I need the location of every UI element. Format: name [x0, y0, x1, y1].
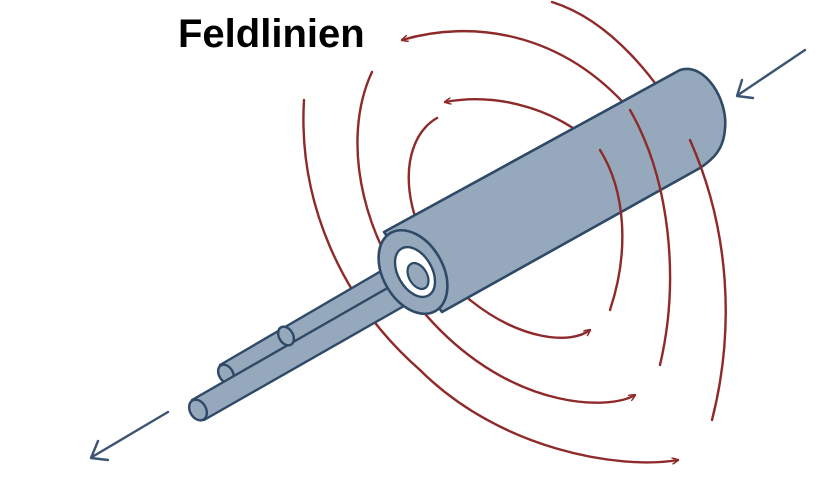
field-line-2-front	[438, 328, 635, 404]
inner-wire-front-end	[187, 398, 209, 422]
field-line-3-front	[418, 368, 678, 462]
inner-wire-front	[190, 276, 420, 422]
field-line-1-right	[598, 148, 624, 312]
inner-wires	[187, 258, 420, 422]
current-arrow-out-icon	[89, 410, 170, 462]
field-line-2-top	[402, 29, 632, 112]
shield-wire-end	[276, 325, 296, 347]
inner-conductor-exit	[406, 261, 430, 291]
field-line-3-right	[688, 138, 727, 422]
current-arrow-in-icon	[735, 48, 807, 100]
field-line-3-back	[302, 98, 422, 372]
field-line-1-front	[468, 298, 590, 339]
field-line-2-right	[628, 108, 672, 367]
diagram-title: Feldlinien	[178, 12, 365, 56]
